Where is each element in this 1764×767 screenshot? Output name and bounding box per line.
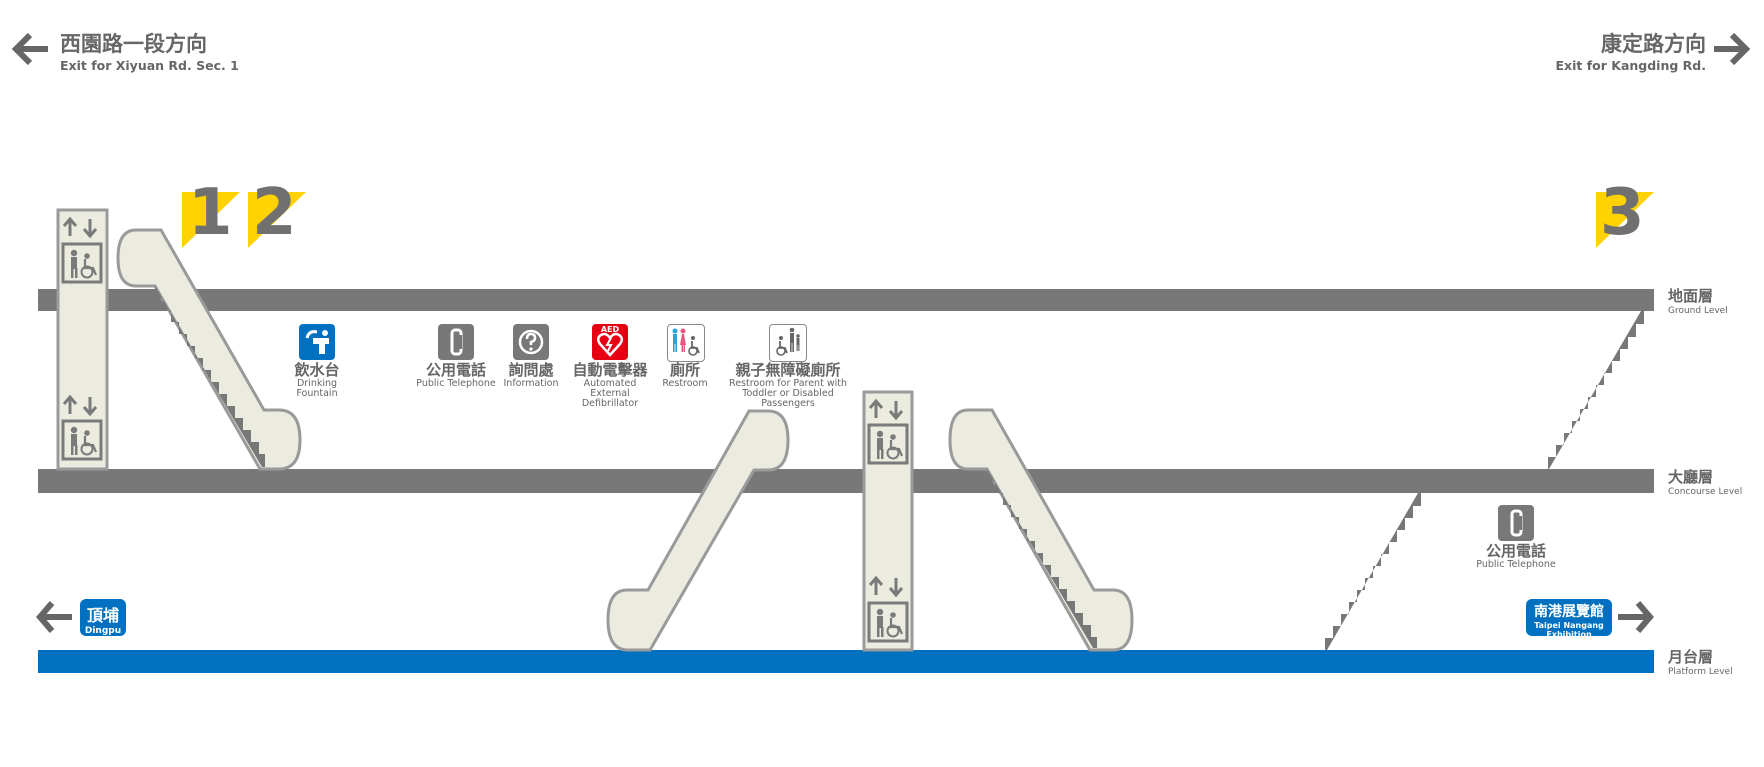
telephone-concourse-icon (1498, 505, 1534, 541)
platform-dir-left: 頂埔 Dingpu (80, 599, 126, 636)
concourse-level-en: Concourse Level (1668, 487, 1743, 497)
platform-dir-right: 南港展覽館 Taipei Nangang Exhibition Center (1526, 599, 1612, 648)
platform-dir-left-en: Dingpu (84, 626, 122, 636)
platform-right-arrow-icon (1618, 601, 1654, 633)
left-exit-en: Exit for Xiyuan Rd. Sec. 1 (60, 58, 239, 73)
aed-en: Automated External Defibrillator (581, 377, 639, 409)
exit-3-flag (1596, 192, 1654, 248)
information-label: 詢問處 Information (496, 361, 566, 389)
family-restroom-en: Restroom for Parent with Toddler or Disa… (729, 377, 847, 409)
exit-1-number: 1 (188, 176, 233, 250)
ground-level-bar (38, 289, 1654, 311)
platform-level-bar (38, 650, 1654, 673)
platform-level-zh: 月台層 (1668, 648, 1714, 666)
ground-level-en: Ground Level (1668, 306, 1728, 316)
escalator-concourse-platform-1 (606, 409, 790, 652)
platform-dir-right-en: Taipei Nangang Exhibition Center (1534, 621, 1604, 648)
restroom-zh: 廁所 (669, 361, 700, 379)
right-exit-en: Exit for Kangding Rd. (1555, 58, 1706, 73)
platform-level-en: Platform Level (1668, 667, 1733, 677)
family-restroom-icon (769, 324, 807, 362)
exit-3-number: 3 (1600, 176, 1645, 250)
telephone-concourse-zh: 公用電話 (1485, 542, 1546, 560)
escalator-ground-concourse (116, 228, 302, 471)
drinking-fountain-en: Drinking Fountain (296, 377, 338, 399)
aed-icon: AED (592, 324, 628, 360)
aed-icon-text: AED (600, 325, 620, 334)
restroom-icon (667, 324, 705, 362)
right-exit-arrow-icon (1714, 32, 1751, 66)
platform-dir-left-zh: 頂埔 (86, 606, 119, 625)
stairs-concourse-ground (1548, 311, 1644, 469)
stairs-platform-concourse (1325, 493, 1421, 650)
exit-2-flag (248, 192, 306, 248)
left-exit-arrow-icon (11, 32, 48, 66)
platform-level-label: 月台層 Platform Level (1668, 646, 1733, 677)
left-exit-zh: 西園路一段方向 (60, 32, 207, 56)
aed-label: 自動電擊器 Automated External Defibrillator (562, 361, 658, 409)
telephone-concourse-en: Public Telephone (1476, 558, 1556, 570)
telephone-en: Public Telephone (416, 377, 496, 389)
question-icon (513, 324, 549, 360)
exit-2-number: 2 (252, 176, 297, 250)
elevator-middle (862, 390, 914, 652)
telephone-label: 公用電話 Public Telephone (406, 361, 506, 389)
telephone-icon (438, 324, 474, 360)
drinking-fountain-label: 飲水台 Drinking Fountain (287, 361, 347, 399)
drinking-fountain-zh: 飲水台 (294, 361, 340, 379)
information-en: Information (503, 377, 559, 389)
elevator-left (56, 208, 109, 471)
aed-zh: 自動電擊器 (572, 361, 648, 379)
telephone-concourse-label: 公用電話 Public Telephone (1466, 542, 1566, 570)
telephone-zh: 公用電話 (425, 361, 486, 379)
family-restroom-label: 親子無障礙廁所 Restroom for Parent with Toddler… (713, 361, 863, 409)
right-exit-zh: 康定路方向 (1601, 32, 1706, 56)
platform-left-arrow-icon (36, 601, 72, 633)
platform-dir-right-zh: 南港展覽館 (1534, 604, 1604, 620)
escalator-concourse-platform-2 (948, 408, 1134, 652)
exit-1-flag (182, 192, 240, 248)
ground-level-zh: 地面層 (1668, 287, 1714, 305)
concourse-level-label: 大廳層 Concourse Level (1668, 466, 1742, 497)
drinking-fountain-icon (299, 324, 335, 360)
concourse-level-bar (38, 469, 1654, 493)
restroom-en: Restroom (662, 377, 708, 389)
ground-level-label: 地面層 Ground Level (1668, 285, 1728, 316)
family-restroom-zh: 親子無障礙廁所 (735, 361, 841, 379)
concourse-level-zh: 大廳層 (1668, 468, 1714, 486)
right-exit-direction: 康定路方向 Exit for Kangding Rd. (1556, 28, 1706, 73)
restroom-label: 廁所 Restroom (654, 361, 716, 389)
information-zh: 詢問處 (508, 361, 554, 379)
left-exit-direction: 西園路一段方向 Exit for Xiyuan Rd. Sec. 1 (60, 28, 239, 73)
